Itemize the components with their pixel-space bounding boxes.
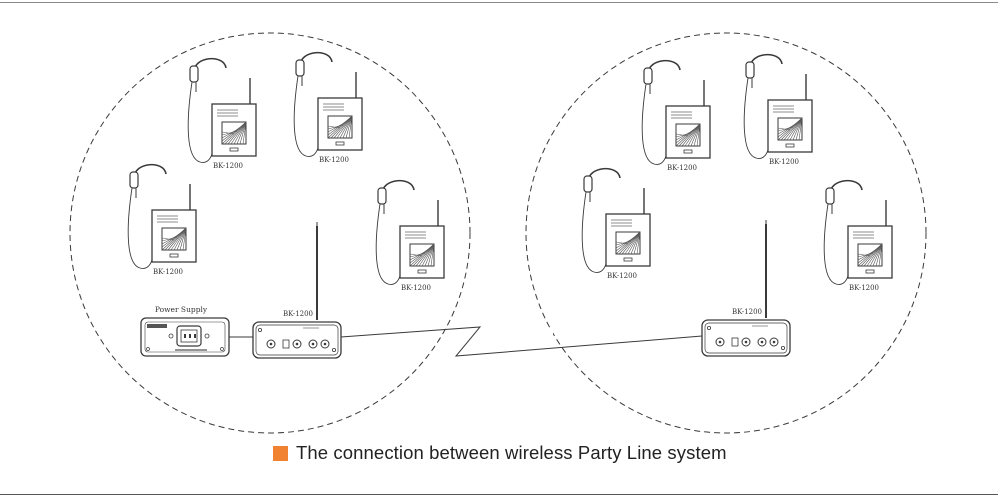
beltpack-right-4: BK-1200 — [823, 179, 893, 292]
inter-system-link-cable — [340, 326, 703, 357]
beltpack-left-1: BK-1200 — [187, 57, 257, 170]
beltpack-model-label: BK-1200 — [319, 156, 349, 164]
base-station-right: BK-1200 — [701, 220, 791, 357]
caption-text: The connection between wireless Party Li… — [296, 442, 727, 463]
caption-marker-icon — [273, 445, 288, 461]
beltpack-model-label: BK-1200 — [769, 158, 799, 166]
beltpack-right-2: BK-1200 — [743, 53, 813, 166]
top-rule — [0, 2, 998, 3]
beltpack-model-label: BK-1200 — [213, 162, 243, 170]
beltpack-right-1: BK-1200 — [641, 59, 711, 172]
bottom-rule — [0, 494, 998, 495]
power-supply: Power Supply — [140, 305, 230, 357]
power-supply-label: Power Supply — [155, 305, 208, 314]
dashed-circle-right — [525, 32, 927, 434]
base-station-left: BK-1200 — [252, 222, 342, 359]
beltpack-right-3: BK-1200 — [581, 167, 651, 280]
beltpack-model-label: BK-1200 — [153, 268, 183, 276]
beltpack-left-2: BK-1200 — [293, 51, 363, 164]
beltpack-model-label: BK-1200 — [607, 272, 637, 280]
beltpack-left-3: BK-1200 — [127, 163, 197, 276]
beltpack-model-label: BK-1200 — [849, 284, 879, 292]
diagram-caption: The connection between wireless Party Li… — [273, 441, 727, 465]
beltpack-model-label: BK-1200 — [401, 284, 431, 292]
base-model-label: BK-1200 — [732, 308, 762, 316]
base-model-label: BK-1200 — [283, 310, 313, 318]
dashed-circle-left — [69, 32, 471, 434]
beltpack-left-4: BK-1200 — [375, 179, 445, 292]
beltpack-model-label: BK-1200 — [667, 164, 697, 172]
